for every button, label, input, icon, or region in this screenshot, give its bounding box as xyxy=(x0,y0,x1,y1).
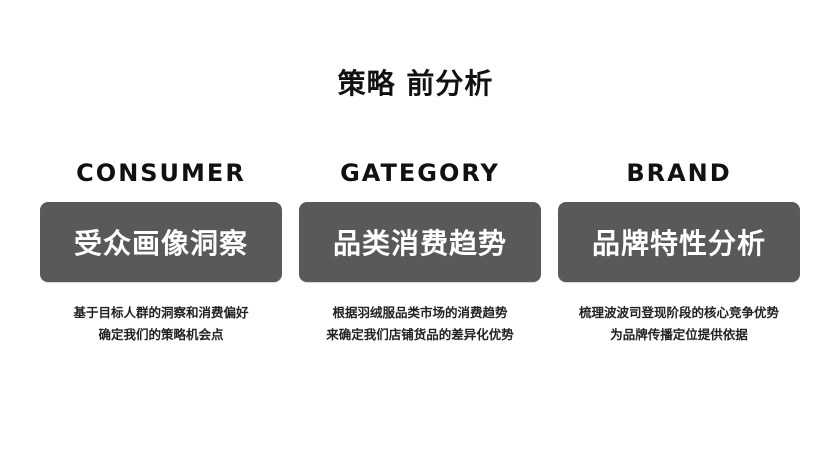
desc-line: 基于目标人群的洞察和消费偏好 xyxy=(73,305,249,320)
category-column: GATEGORY 品类消费趋势 根据羽绒服品类市场的消费趋势 来确定我们店铺货品… xyxy=(299,150,541,346)
column-description-consumer: 基于目标人群的洞察和消费偏好 确定我们的策略机会点 xyxy=(40,302,282,346)
column-description-category: 根据羽绒服品类市场的消费趋势 来确定我们店铺货品的差异化优势 xyxy=(299,302,541,346)
page-title: 策略 前分析 xyxy=(337,67,494,100)
column-heading-category: GATEGORY xyxy=(340,159,500,187)
column-heading-brand: BRAND xyxy=(626,159,732,187)
desc-line: 梳理波波司登现阶段的核心竞争优势 xyxy=(578,305,779,320)
column-description-brand: 梳理波波司登现阶段的核心竞争优势 为品牌传播定位提供依据 xyxy=(558,302,800,346)
brand-column: BRAND 品牌特性分析 梳理波波司登现阶段的核心竞争优势 为品牌传播定位提供依… xyxy=(558,150,800,346)
column-heading-consumer: CONSUMER xyxy=(76,159,246,187)
desc-line: 确定我们的策略机会点 xyxy=(98,327,224,342)
card-audience-insight: 受众画像洞察 xyxy=(40,202,282,282)
desc-line: 根据羽绒服品类市场的消费趋势 xyxy=(332,305,508,320)
desc-line: 为品牌传播定位提供依据 xyxy=(610,327,748,342)
desc-line: 来确定我们店铺货品的差异化优势 xyxy=(326,327,514,342)
consumer-column: CONSUMER 受众画像洞察 基于目标人群的洞察和消费偏好 确定我们的策略机会… xyxy=(40,150,282,346)
card-brand-analysis: 品牌特性分析 xyxy=(558,202,800,282)
card-category-trend: 品类消费趋势 xyxy=(299,202,541,282)
